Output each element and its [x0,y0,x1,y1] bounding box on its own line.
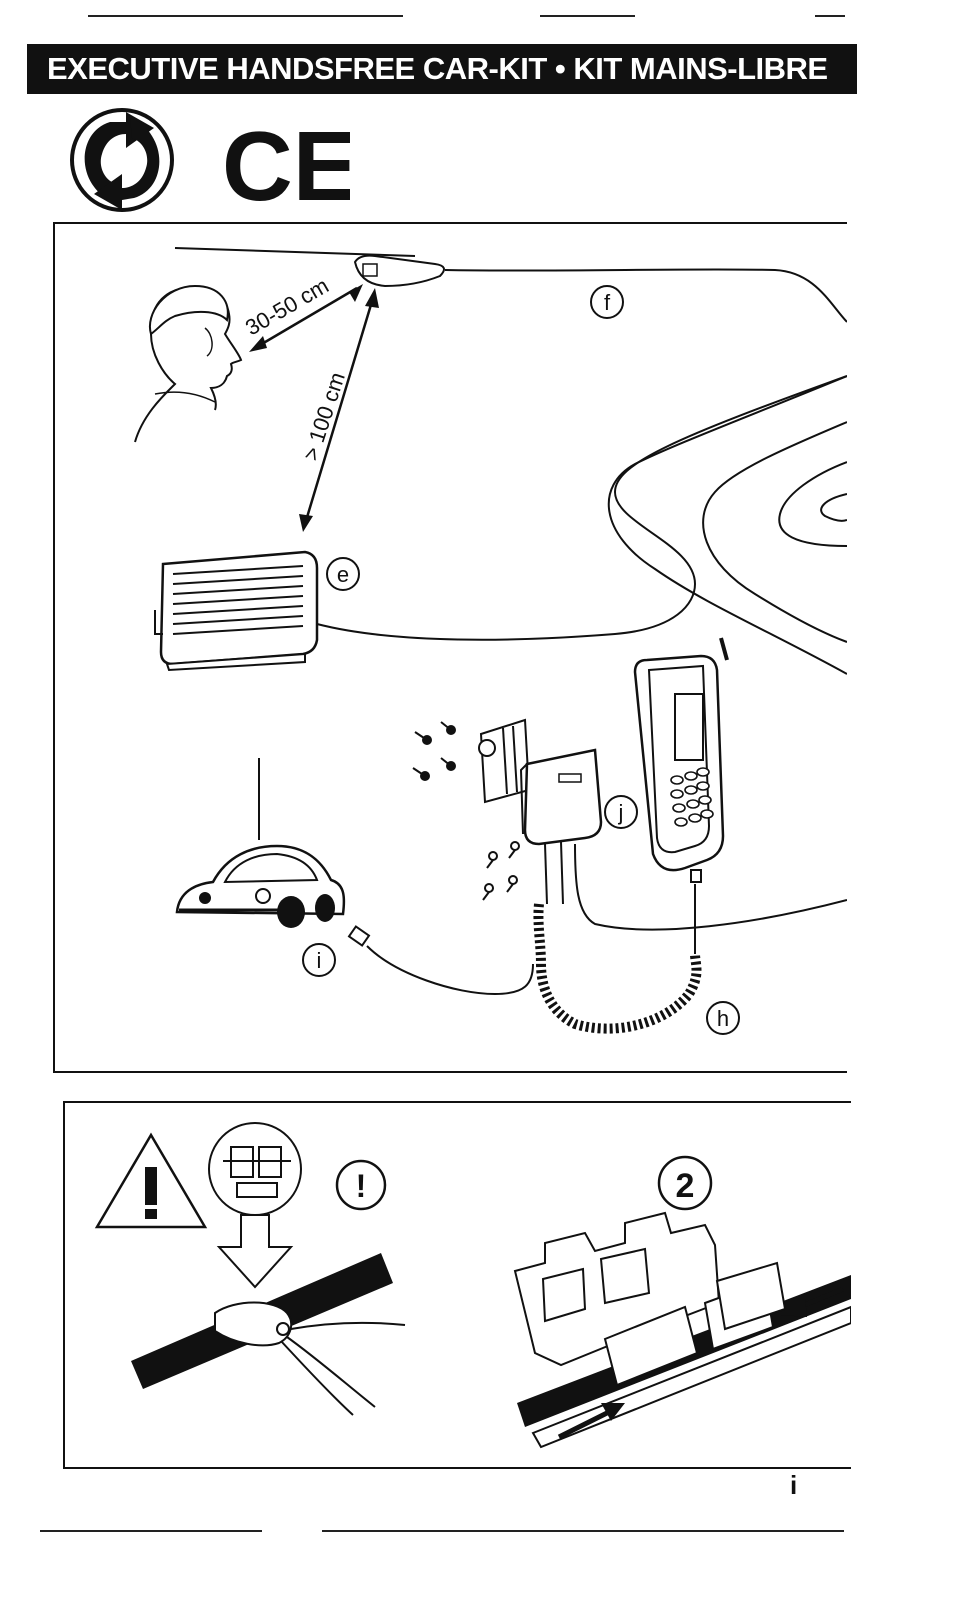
mounting-screws-upper [412,721,456,781]
mounting-screws-lower [482,841,520,901]
svg-text:h: h [717,1006,729,1031]
car-interior-outline-2 [702,421,847,643]
document-title: EXECUTIVE HANDSFREE CAR-KIT • KIT MAINS-… [47,51,828,86]
loudspeaker [154,550,319,672]
step-2-callout: 2 [657,1155,713,1211]
scan-edge-bottom-1 [40,1530,262,1532]
svg-text:2: 2 [676,1167,695,1205]
connector-detail-magnifier [208,1122,302,1216]
insert-arrow-right-icon [781,1286,844,1317]
distance-arrow-speaker [299,288,379,532]
svg-text:!: ! [356,1168,367,1204]
cable-connector-clip [513,1211,851,1449]
scan-edge-bottom-2 [322,1530,844,1532]
warning-callout: ! [335,1159,387,1211]
callout-f: f [590,285,624,319]
installation-overview-panel: 30-50 cm > 100 cm f e [53,222,847,1073]
antenna-cable [347,925,534,996]
cable-with-pliers [131,1253,406,1416]
svg-text:f: f [604,290,611,315]
callout-i: i [302,943,336,977]
car-interior-outline-1 [607,375,847,675]
callout-h: h [706,1001,740,1035]
callout-j: j [604,795,638,829]
insert-arrow-lower-icon [557,1403,625,1440]
phone-cradle [633,637,729,883]
speaker-cable [316,375,847,641]
car-with-antenna [175,758,346,928]
ce-mark-icon: CE [222,111,350,216]
scan-edge-top-1 [88,15,403,17]
down-arrow-icon [216,1214,294,1289]
svg-text:e: e [337,562,349,587]
distance-label-speaker: > 100 cm [298,369,350,463]
svg-text:j: j [618,800,624,825]
title-bar: EXECUTIVE HANDSFREE CAR-KIT • KIT MAINS-… [27,44,857,94]
scan-edge-top-3 [815,15,845,17]
microphone-unit [174,247,445,288]
car-interior-outline-4 [820,493,847,522]
warning-triangle-icon [94,1132,208,1229]
green-dot-icon [70,108,174,212]
mounting-bracket [478,718,531,804]
svg-text:i: i [317,948,322,973]
callout-e: e [326,557,360,591]
microphone-cable [444,268,847,323]
car-interior-outline-3 [778,461,847,547]
scan-edge-top-2 [540,15,635,17]
svg-text:CE: CE [222,111,350,216]
distance-arrow-mouth [249,284,363,352]
electronics-box [519,748,603,846]
driver-illustration [134,284,243,443]
certification-logos: CE [70,108,350,216]
connector-instructions-panel: ! 2 [63,1101,851,1469]
coiled-cable-h [533,841,847,1034]
page-number: i [790,1470,798,1500]
